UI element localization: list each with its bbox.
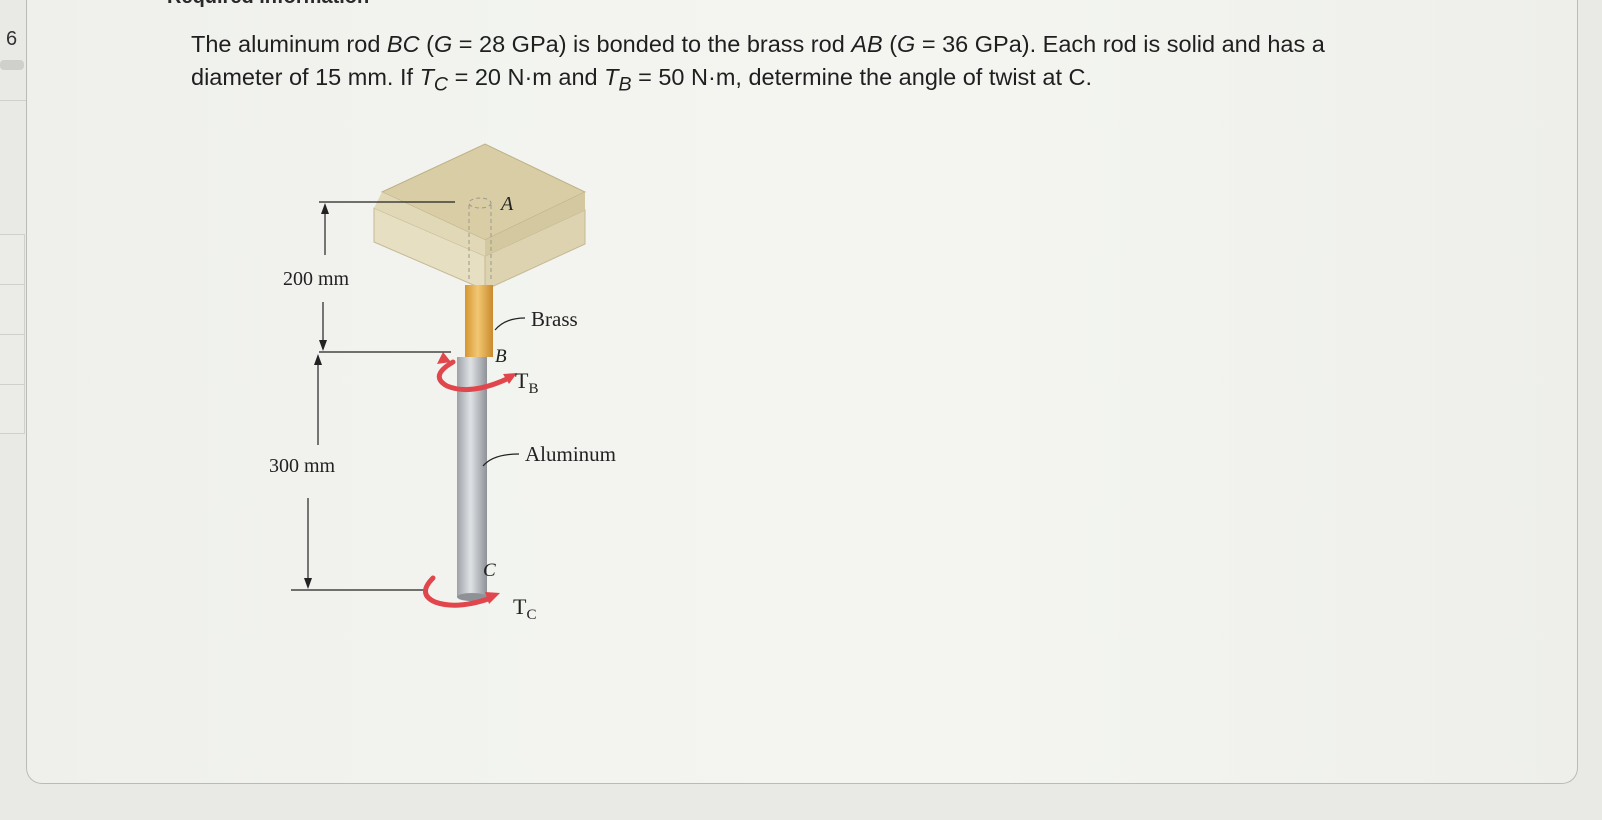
label-tb: TB [515, 368, 538, 397]
section-header: Required information [167, 0, 369, 9]
rail-tab[interactable] [0, 334, 25, 386]
dimension-arrow [321, 203, 329, 214]
label-aluminum: Aluminum [525, 442, 616, 466]
problem-statement: The aluminum rod BC (G = 28 GPa) is bond… [191, 28, 1521, 102]
brass-rod [465, 285, 493, 357]
rod-hidden-top [468, 197, 492, 209]
var-sub-c: C [433, 73, 449, 96]
dimension-arrow [304, 578, 312, 589]
var-sub-b: B [618, 73, 632, 96]
dimension-label-300: 300 mm [269, 455, 336, 477]
problem-text: = 36 GPa). Each rod is solid and has a [915, 31, 1325, 57]
torque-arrowhead-tc [485, 592, 500, 604]
question-number: 6 [6, 28, 18, 50]
rail-tab[interactable] [0, 384, 25, 434]
var-ab: AB [851, 31, 883, 57]
torque-arrowhead-tb [503, 373, 517, 384]
var-t: T [419, 64, 434, 90]
leader-brass [494, 317, 526, 331]
left-rail: 6 [0, 0, 54, 820]
var-g: G [433, 31, 453, 57]
aluminum-rod [457, 357, 487, 597]
problem-text: ( [419, 31, 434, 57]
problem-text: The aluminum rod [191, 31, 387, 57]
rail-marker [0, 60, 24, 70]
var-bc: BC [386, 31, 420, 57]
leader-aluminum [482, 453, 520, 467]
var-g: G [897, 31, 916, 57]
point-label-a: A [499, 193, 514, 215]
dimension-label-200: 200 mm [283, 268, 350, 290]
support-block-edge [485, 192, 585, 256]
torque-arrowhead-tb [437, 352, 451, 364]
problem-text: diameter of 15 mm. If [191, 64, 420, 90]
problem-text: = 28 GPa) is bonded to the brass rod [452, 31, 852, 57]
var-t: T [604, 64, 619, 90]
label-tc: TC [513, 594, 536, 623]
support-block-edge [374, 192, 485, 256]
point-label-b: B [495, 346, 507, 367]
rail-tab[interactable] [0, 284, 25, 336]
support-block-right [484, 209, 586, 291]
problem-text: ( [882, 31, 898, 57]
dimension-arrow [314, 354, 322, 365]
dimension-arrow [319, 340, 327, 351]
torque-arrow-tb [436, 359, 512, 393]
question-card: Required information The aluminum rod BC… [26, 0, 1578, 784]
problem-text: = 50 N·m, determine the angle of twist a… [631, 64, 1092, 90]
point-label-c: C [483, 560, 496, 581]
problem-text: = 20 N·m and [448, 64, 605, 90]
torque-arrow-tc [423, 575, 494, 608]
rail-tab[interactable] [0, 234, 25, 286]
rod-figure: 200 mm 300 mm A Brass B Aluminum C TB TC [269, 143, 616, 623]
label-brass: Brass [531, 307, 578, 331]
